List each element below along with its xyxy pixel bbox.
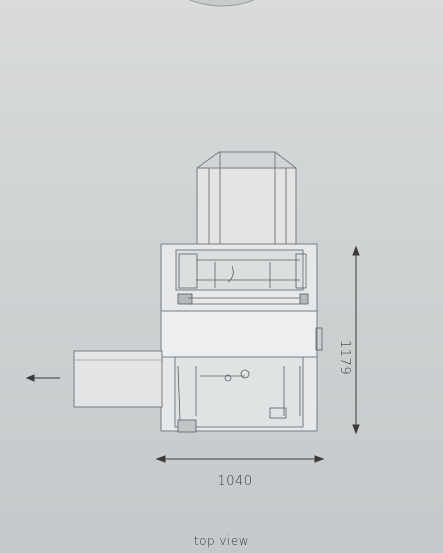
internal-mechanics [177,253,323,433]
view-caption: top view [193,534,250,548]
height-dimension-line [352,245,360,435]
top-disc-part [189,0,255,7]
side-conveyor [73,350,163,408]
output-arrow [25,374,60,382]
main-frame [160,243,318,432]
width-dimension-label: 1040 [217,474,253,489]
upper-housing [196,151,297,249]
width-dimension-line [155,455,325,463]
height-dimension-label: 1179 [337,340,352,376]
